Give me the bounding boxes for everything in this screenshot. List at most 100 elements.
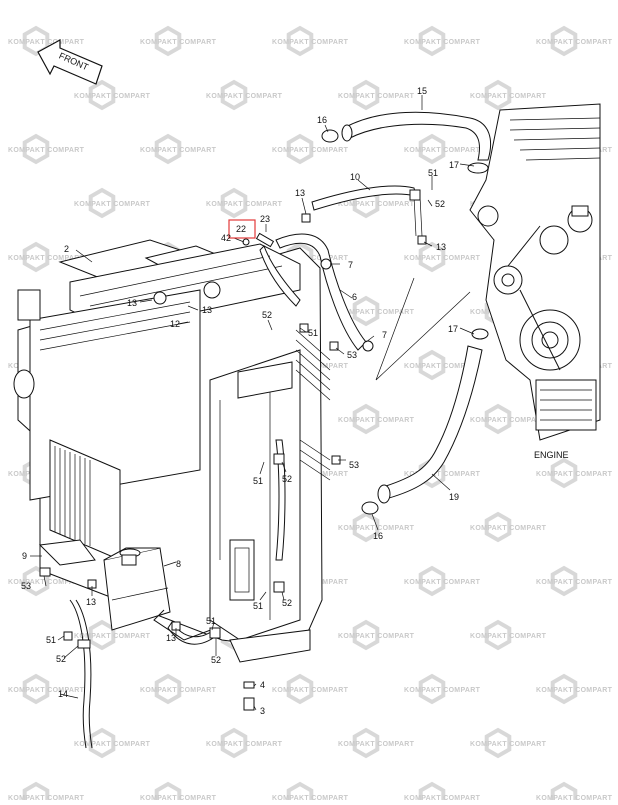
watermark-tile: KOMPAKT COMPART — [206, 727, 283, 759]
watermark-tile: KOMPAKT COMPART — [470, 79, 547, 111]
callout-16: 16 — [317, 115, 327, 125]
watermark-tile: KOMPAKT COMPART — [272, 781, 349, 805]
watermark-text: KOMPAKT COMPART — [8, 795, 85, 800]
watermark-tile: KOMPAKT COMPART — [338, 511, 415, 543]
engine-label: ENGINE — [534, 450, 569, 460]
watermark-tile: KOMPAKT COMPART — [272, 673, 348, 705]
watermark-tile: KOMPAKT COMPART — [74, 187, 150, 219]
callouts: 15 16 17 10 51 52 13 13 2 23 22 42 7 13 … — [21, 86, 459, 716]
watermark-tile: KOMPAKT COMPART — [272, 133, 349, 165]
callout-22-highlight — [228, 219, 256, 239]
watermark-text: KOMPAKT COMPART — [536, 579, 613, 586]
watermark-tile: KOMPAKT COMPART — [536, 25, 613, 57]
hose-15 — [341, 111, 492, 161]
watermark-text: KOMPAKT COMPART — [536, 795, 613, 800]
watermark-tile: KOMPAKT COMPART — [404, 349, 481, 381]
watermark-text: KOMPAKT COMPART — [8, 579, 85, 586]
watermark-text: KOMPAKT COMPART — [140, 795, 217, 800]
callout-16: 16 — [373, 531, 383, 541]
watermark-text: KOMPAKT COMPART — [470, 633, 547, 640]
watermark-tile: KOMPAKT COMPART — [338, 619, 414, 651]
callout-19: 19 — [449, 492, 459, 502]
hose-19 — [377, 345, 483, 504]
watermark-text: KOMPAKT COMPART — [404, 795, 481, 800]
watermark-tile: KOMPAKT COMPART — [404, 457, 481, 489]
callout-22: 22 — [236, 224, 246, 234]
callout-51: 51 — [46, 635, 56, 645]
callout-12: 12 — [170, 319, 180, 329]
watermark-text: KOMPAKT COMPART — [536, 39, 613, 46]
watermark-text: KOMPAKT COMPART — [140, 687, 217, 694]
watermark-text: KOMPAKT COMPART — [470, 525, 547, 532]
watermark-text: KOMPAKT COMPART — [470, 93, 547, 100]
callout-13: 13 — [202, 305, 212, 315]
watermark-text: KOMPAKT COMPART — [338, 201, 415, 208]
watermark-text: KOMPAKT COMPART — [140, 39, 217, 46]
callout-52: 52 — [282, 598, 292, 608]
watermark-text: KOMPAKT COMPART — [404, 39, 481, 46]
callout-52: 52 — [262, 310, 272, 320]
watermark-text: KOMPAKT COMPART — [74, 633, 151, 640]
callout-51: 51 — [428, 168, 438, 178]
watermark-tile: KOMPAKT COMPART — [206, 79, 283, 111]
watermark-tile: KOMPAKT COMPART — [272, 25, 348, 57]
watermark-tile: KOMPAKT COMPART — [338, 403, 414, 435]
watermark-text: KOMPAKT COMPART — [206, 201, 283, 208]
callout-51: 51 — [206, 616, 216, 626]
watermark-text: KOMPAKT COMPART — [206, 741, 283, 748]
callout-3: 3 — [260, 706, 265, 716]
callout-52: 52 — [211, 655, 221, 665]
callout-13: 13 — [436, 242, 446, 252]
callout-13: 13 — [127, 298, 137, 308]
watermark-text: KOMPAKT COMPART — [74, 741, 151, 748]
callout-23: 23 — [260, 214, 270, 224]
engine-block — [469, 103, 601, 441]
watermark-tile: KOMPAKT COMPART — [140, 133, 216, 165]
callout-51: 51 — [253, 601, 263, 611]
watermark-text: KOMPAKT COMPART — [74, 93, 151, 100]
callout-14: 14 — [58, 689, 68, 699]
hose-10 — [311, 185, 423, 237]
callout-10: 10 — [350, 172, 360, 182]
callout-53: 53 — [347, 350, 357, 360]
callout-51: 51 — [308, 328, 318, 338]
callout-9: 9 — [22, 551, 27, 561]
watermark-tile: KOMPAKT COMPART — [404, 133, 481, 165]
callout-53: 53 — [349, 460, 359, 470]
watermark-text: KOMPAKT COMPART — [206, 93, 283, 100]
watermark-text: KOMPAKT COMPART — [470, 417, 547, 424]
watermark-text: KOMPAKT COMPART — [8, 147, 85, 154]
watermark-text: KOMPAKT COMPART — [404, 147, 481, 154]
watermark-text: KOMPAKT COMPART — [338, 525, 415, 532]
watermark-text: KOMPAKT COMPART — [272, 147, 349, 154]
callout-13: 13 — [166, 633, 176, 643]
callout-2: 2 — [64, 244, 69, 254]
callout-51: 51 — [253, 476, 263, 486]
watermark-text: KOMPAKT COMPART — [338, 741, 415, 748]
watermark-tile: KOMPAKT COMPART — [8, 133, 85, 165]
callout-15: 15 — [417, 86, 427, 96]
watermark-text: KOMPAKT COMPART — [470, 741, 547, 748]
leader-lines — [30, 95, 475, 711]
callout-52: 52 — [56, 654, 66, 664]
watermark-text: KOMPAKT COMPART — [404, 363, 481, 370]
watermark-text: KOMPAKT COMPART — [404, 687, 481, 694]
watermark-tile: KOMPAKT COMPART — [338, 727, 415, 759]
watermark-tile: KOMPAKT COMPART — [338, 79, 414, 111]
watermark-text: KOMPAKT COMPART — [404, 579, 481, 586]
watermark-text: KOMPAKT COMPART — [404, 471, 481, 478]
watermark-text: KOMPAKT COMPART — [8, 687, 85, 694]
watermark-tile: KOMPAKT COMPART — [8, 781, 85, 805]
watermark-tile: KOMPAKT COMPART — [404, 241, 481, 273]
watermark-tile: KOMPAKT COMPART — [140, 25, 217, 57]
watermark-text: KOMPAKT COMPART — [272, 795, 349, 800]
watermark-text: KOMPAKT COMPART — [536, 471, 613, 478]
watermark-tile: KOMPAKT COMPART — [404, 565, 481, 597]
watermark-text: KOMPAKT COMPART — [404, 255, 481, 262]
callout-7: 7 — [348, 260, 353, 270]
watermark-tile: KOMPAKT COMPART — [404, 25, 481, 57]
expansion-tank — [103, 547, 171, 631]
lower-hoses — [69, 439, 286, 749]
front-arrow: FRONT — [37, 38, 103, 85]
